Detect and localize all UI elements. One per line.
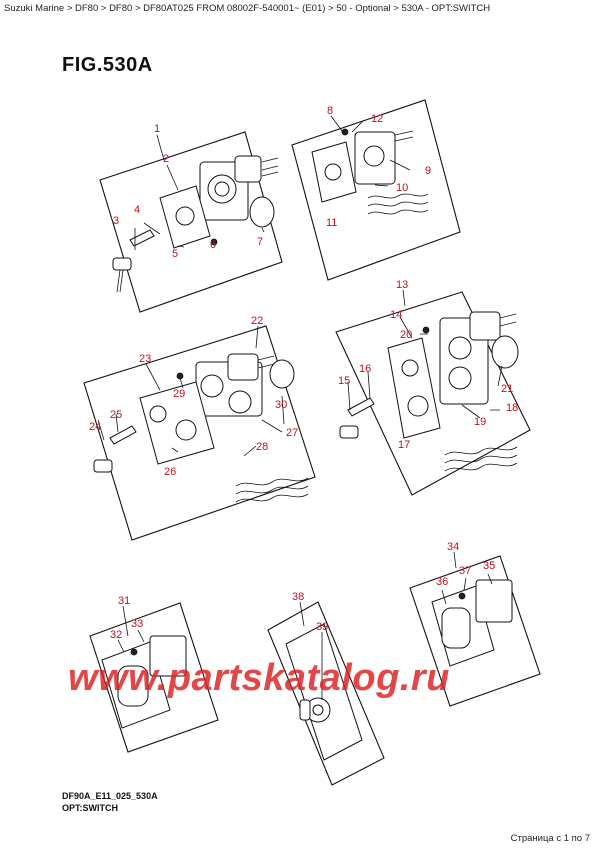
callout-20: 20 bbox=[400, 329, 412, 341]
callout-23: 23 bbox=[139, 353, 151, 365]
callout-13: 13 bbox=[396, 279, 408, 291]
figure-subtitle: OPT:SWITCH bbox=[62, 803, 118, 813]
breadcrumb[interactable]: Suzuki Marine > DF80 > DF80 > DF80AT025 … bbox=[4, 3, 491, 14]
callout-38: 38 bbox=[292, 591, 304, 603]
callout-17: 17 bbox=[398, 439, 410, 451]
callout-32: 32 bbox=[110, 629, 122, 641]
callout-5: 5 bbox=[172, 248, 178, 260]
callout-14: 14 bbox=[390, 309, 402, 321]
callout-39: 39 bbox=[316, 621, 328, 633]
callout-6: 6 bbox=[210, 239, 216, 251]
group-dual-switch-horizontal bbox=[83, 325, 316, 541]
callout-33: 33 bbox=[131, 618, 143, 630]
callout-37: 37 bbox=[459, 565, 471, 577]
callout-22: 22 bbox=[251, 315, 263, 327]
callout-2: 2 bbox=[163, 153, 169, 165]
group-rocker-switch-left bbox=[89, 602, 219, 753]
callout-27: 27 bbox=[286, 427, 298, 439]
callout-29: 29 bbox=[173, 388, 185, 400]
watermark-text: www.partskatalog.ru bbox=[68, 657, 450, 699]
callout-15: 15 bbox=[338, 375, 350, 387]
group-dual-switch-panel bbox=[335, 291, 531, 496]
callout-30: 30 bbox=[275, 399, 287, 411]
callout-24: 24 bbox=[89, 421, 101, 433]
callout-4: 4 bbox=[134, 204, 140, 216]
group-stop-switch bbox=[291, 99, 461, 281]
callout-36: 36 bbox=[436, 576, 448, 588]
callout-31: 31 bbox=[118, 595, 130, 607]
callout-21: 21 bbox=[501, 383, 513, 395]
callout-26: 26 bbox=[164, 466, 176, 478]
figure-title: FIG.530A bbox=[62, 54, 153, 76]
callout-28: 28 bbox=[256, 441, 268, 453]
group-ignition-switch-single bbox=[99, 131, 283, 313]
callout-34: 34 bbox=[447, 541, 459, 553]
callout-19: 19 bbox=[474, 416, 486, 428]
callout-18: 18 bbox=[506, 402, 518, 414]
callout-16: 16 bbox=[359, 363, 371, 375]
callout-3: 3 bbox=[113, 215, 119, 227]
callout-35: 35 bbox=[483, 560, 495, 572]
pager[interactable]: Страница с 1 по 7 bbox=[510, 833, 590, 844]
callout-9: 9 bbox=[425, 165, 431, 177]
group-rocker-switch-right bbox=[409, 555, 541, 707]
callout-10: 10 bbox=[396, 182, 408, 194]
callout-7: 7 bbox=[257, 236, 263, 248]
callout-8: 8 bbox=[327, 105, 333, 117]
callout-25: 25 bbox=[110, 409, 122, 421]
figure-code: DF90A_E11_025_530A bbox=[62, 791, 158, 801]
callout-11: 11 bbox=[326, 217, 337, 229]
callout-1: 1 bbox=[154, 123, 160, 135]
callout-12: 12 bbox=[371, 113, 383, 125]
